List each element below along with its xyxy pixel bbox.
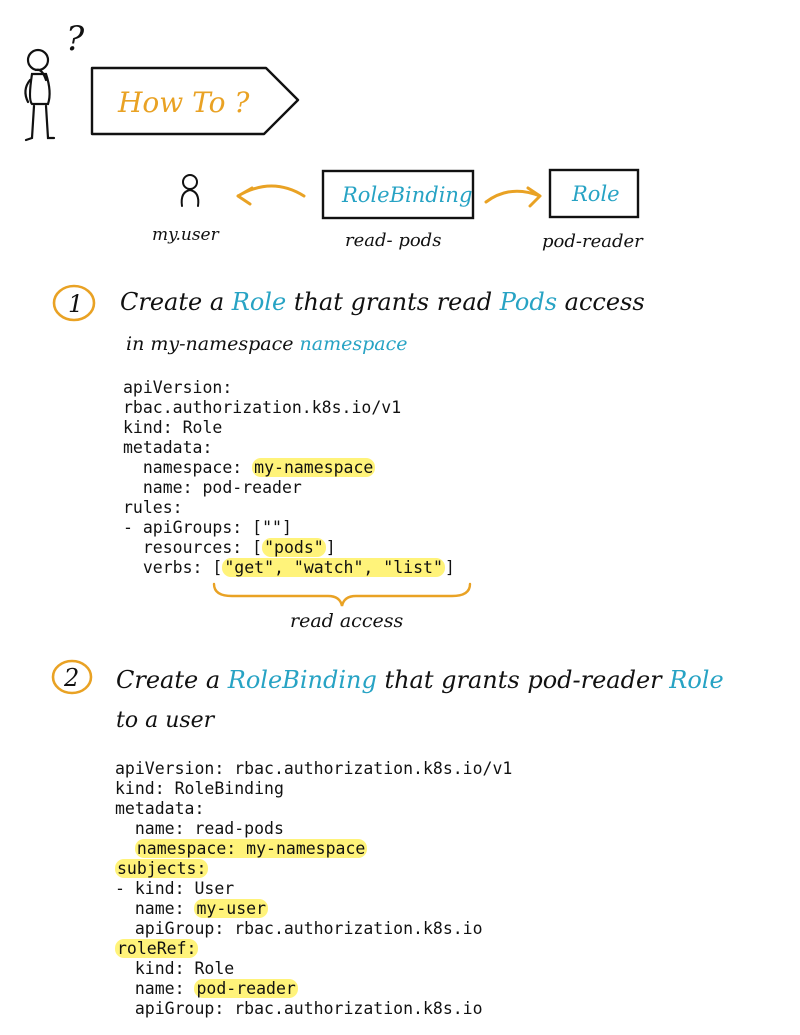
title-banner [90, 66, 300, 136]
step1-subtitle-b: namespace [300, 333, 408, 355]
user-icon [180, 174, 200, 207]
arrow-to-role [484, 186, 542, 208]
step2-number: 2 [63, 664, 79, 692]
step2-title-rolebinding: RoleBinding [227, 666, 377, 694]
code-line: verbs: ["get", "watch", "list"] [123, 558, 455, 578]
code-line: subjects: [115, 859, 512, 879]
code-line: namespace: my-namespace [123, 458, 455, 478]
step2-title-c: that grants pod-reader [384, 666, 663, 694]
code-key: namespace: [123, 458, 253, 477]
code-line: kind: RoleBinding [115, 779, 284, 798]
code-line: apiGroup: rbac.authorization.k8s.io [115, 919, 483, 938]
step2-title-a: Create a [116, 666, 220, 694]
code-line: name: pod-reader [123, 478, 302, 497]
read-access-brace [212, 582, 472, 607]
highlight-pods: "pods" [262, 538, 326, 557]
highlight-my-user: my-user [194, 899, 269, 918]
step2-title: Create a RoleBinding that grants pod-rea… [116, 666, 724, 694]
code-key: resources: [ [123, 538, 263, 557]
rolebinding-name: read- pods [345, 230, 441, 251]
code-bracket: ] [325, 538, 336, 557]
rolebinding-yaml: apiVersion: rbac.authorization.k8s.io/v1… [115, 759, 512, 1019]
code-line: apiVersion: rbac.authorization.k8s.io/v1 [115, 759, 513, 778]
code-line: kind: Role [115, 959, 235, 978]
code-line: apiGroup: rbac.authorization.k8s.io [115, 999, 483, 1018]
code-key: name: [115, 899, 195, 918]
code-line: rules: [123, 498, 183, 517]
step1-title-c: that grants read [294, 288, 492, 316]
rolebinding-box-label: RoleBinding [341, 183, 472, 207]
step1-number-circle [52, 284, 96, 322]
code-line: metadata: [123, 438, 213, 457]
step1-number: 1 [68, 290, 83, 318]
highlight-subjects: subjects: [115, 859, 209, 878]
arrow-to-user [236, 184, 306, 206]
highlight-namespace-line: namespace: my-namespace [134, 839, 368, 858]
code-line: apiVersion: [123, 378, 233, 397]
code-line: name: pod-reader [115, 979, 512, 999]
code-line: kind: Role [123, 418, 223, 437]
step1-subtitle: in my-namespace namespace [126, 333, 407, 355]
step1-title-e: access [565, 288, 645, 316]
code-line: - apiGroups: [""] [123, 518, 292, 537]
code-line: resources: ["pods"] [123, 538, 455, 558]
code-line: namespace: my-namespace [115, 839, 512, 859]
step2-subtitle: to a user [116, 708, 216, 733]
page-title: How To ? [117, 86, 250, 119]
rolebinding-box [321, 169, 475, 220]
thinking-person-icon [24, 48, 56, 142]
role-name: pod-reader [542, 231, 644, 252]
step2-number-circle [51, 659, 93, 695]
highlight-roleref: roleRef: [115, 939, 199, 958]
code-bracket: ] [444, 558, 455, 577]
code-line: name: read-pods [115, 819, 284, 838]
highlight-namespace: my-namespace [252, 458, 376, 477]
user-label: my.user [152, 225, 220, 245]
role-box-label: Role [571, 182, 620, 206]
code-line: rbac.authorization.k8s.io/v1 [123, 398, 402, 417]
step1-title: Create a Role that grants read Pods acce… [120, 288, 645, 316]
read-access-label: read access [290, 610, 403, 632]
step1-title-pods: Pods [499, 288, 557, 316]
question-mark: ? [66, 19, 85, 59]
role-box [548, 168, 640, 219]
code-key: verbs: [ [123, 558, 223, 577]
code-key: name: [115, 979, 195, 998]
code-line: roleRef: [115, 939, 512, 959]
step2-title-role: Role [668, 666, 723, 694]
code-line: name: my-user [115, 899, 512, 919]
code-line: - kind: User [115, 879, 235, 898]
step1-title-role: Role [231, 288, 286, 316]
highlight-verbs: "get", "watch", "list" [222, 558, 445, 577]
step1-title-a: Create a [120, 288, 224, 316]
step1-subtitle-a: in my-namespace [126, 333, 293, 355]
highlight-pod-reader: pod-reader [194, 979, 298, 998]
code-line: metadata: [115, 799, 205, 818]
